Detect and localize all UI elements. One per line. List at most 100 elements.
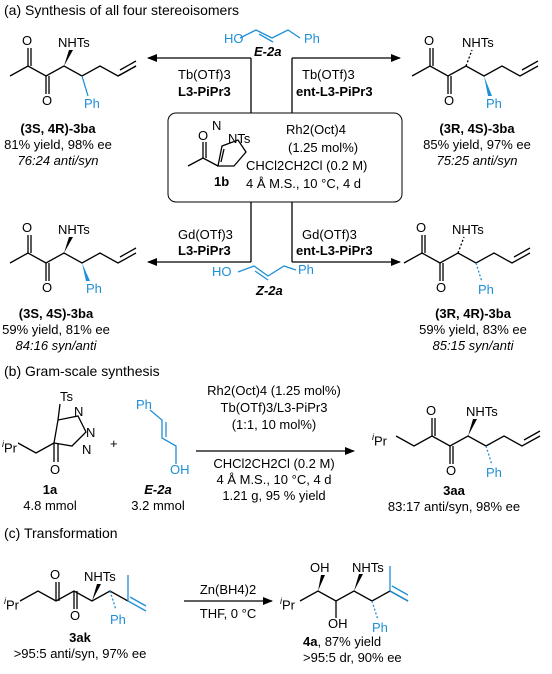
- structure-1b: [187, 139, 247, 167]
- p4-ph: Ph: [478, 282, 494, 297]
- p3-yield: 59% yield, 81% ee: [2, 322, 110, 337]
- p2-nhts: NHTs: [462, 35, 494, 50]
- gram-below-2: 4 Å M.S., 10 °C, 4 d: [216, 472, 332, 487]
- 1b-o: O: [198, 128, 209, 143]
- 4a-oh1: OH: [310, 560, 330, 575]
- 4a-selectivity: >95:5 dr, 90% ee: [303, 650, 402, 665]
- transform-conditions: THF, 0 °C: [199, 606, 257, 621]
- center-conditions-box: [167, 112, 403, 203]
- structure-4a: [299, 566, 409, 621]
- 1a-label: 1a: [42, 482, 58, 497]
- 3aa-label: 3aa: [443, 483, 465, 498]
- 4a-oh2: OH: [328, 616, 348, 631]
- 3aa-o2: O: [446, 463, 457, 478]
- 3ak-ipr: iPr: [4, 594, 19, 612]
- 4a-caption: 4a, 87% yield: [303, 634, 381, 649]
- 4a-yield: , 87% yield: [317, 634, 382, 649]
- 2a-label: E-2a: [144, 482, 172, 497]
- tl-reagent-1: Tb(OTf)3: [178, 67, 231, 82]
- p2-name: (3R, 4S)-3ba: [439, 121, 515, 136]
- structure-3ba-3S4S: [9, 235, 137, 281]
- p3-dr: 84:16 syn/anti: [15, 338, 97, 353]
- structure-3ak: [19, 575, 147, 612]
- 3ak-label: 3ak: [69, 630, 91, 645]
- p1-o1: O: [22, 33, 33, 48]
- p2-o1: O: [424, 33, 435, 48]
- z2a-ph-label: Ph: [298, 262, 314, 277]
- p2-o2: O: [444, 93, 455, 108]
- center-loading: (1.25 mol%): [288, 140, 359, 155]
- p2-ph: Ph: [486, 96, 502, 111]
- 3aa-selectivity: 83:17 anti/syn, 98% ee: [387, 499, 521, 514]
- tl-reagent-2: L3-PiPr3: [178, 84, 231, 99]
- 2a-oh: OH: [170, 462, 190, 477]
- p1-dr: 76:24 anti/syn: [17, 153, 99, 168]
- 4a-ph: Ph: [372, 620, 388, 635]
- p2-yield: 85% yield, 97% ee: [423, 137, 531, 152]
- p4-nhts: NHTs: [452, 222, 484, 237]
- section-a-title: (a) Synthesis of all four stereoisomers: [4, 2, 239, 18]
- center-conditions: 4 Å M.S., 10 °C, 4 d: [246, 176, 362, 191]
- 3ak-o1: O: [50, 567, 61, 582]
- p3-name: (3S, 4S)-3ba: [18, 306, 94, 321]
- transform-reagent: Zn(BH4)2: [199, 582, 257, 597]
- p4-dr: 85:15 syn/anti: [432, 338, 514, 353]
- 3ak-selectivity: >95:5 anti/syn, 97% ee: [13, 646, 147, 661]
- structure-e-2a-gram: [149, 409, 177, 464]
- 1a-amount: 4.8 mmol: [23, 498, 77, 513]
- 2a-ph: Ph: [136, 397, 152, 412]
- p3-o1: O: [22, 220, 33, 235]
- p1-nhts: NHTs: [58, 35, 90, 50]
- 1a-o: O: [50, 462, 61, 477]
- z2a-ho-label: HO: [212, 264, 232, 279]
- 3aa-o1: O: [426, 403, 437, 418]
- 3ak-ipr-sup: i: [4, 596, 6, 606]
- br-reagent-2: ent-L3-PiPr3: [296, 243, 373, 258]
- p4-o2: O: [436, 280, 447, 295]
- 4a-ipr-text: Pr: [282, 597, 295, 613]
- 2a-amount: 3.2 mmol: [131, 498, 185, 513]
- structure-e-2a: [239, 29, 301, 43]
- p4-yield: 59% yield, 83% ee: [419, 322, 527, 337]
- 1a-n1: N: [74, 404, 84, 419]
- gram-above-3: (1:1, 10 mol%): [231, 417, 317, 432]
- 1a-n3: N: [82, 442, 92, 457]
- 1a-ipr-text: Pr: [4, 440, 17, 456]
- structure-3ba-3S4R: [9, 48, 137, 97]
- br-reagent-1: Gd(OTf)3: [302, 227, 357, 242]
- 3aa-ipr: iPr: [372, 430, 387, 448]
- 3ak-o2: O: [70, 608, 81, 623]
- 3aa-ipr-sup: i: [372, 432, 374, 442]
- 1b-n-top: N: [212, 118, 222, 133]
- structure-3ba-3R4S: [411, 48, 539, 96]
- p1-o2: O: [42, 93, 53, 108]
- center-catalyst: Rh2(Oct)4: [286, 122, 346, 137]
- e2a-ho-label: HO: [224, 31, 244, 46]
- center-solvent: CHCl2CH2Cl (0.2 M): [246, 158, 368, 173]
- structure-1a: [17, 403, 87, 462]
- 1b-label: 1b: [214, 174, 230, 189]
- gram-above-2: Tb(OTf)3/L3-PiPr3: [220, 400, 328, 415]
- 3ak-ph: Ph: [110, 612, 126, 627]
- 4a-nhts: NHTs: [352, 560, 384, 575]
- bl-reagent-1: Gd(OTf)3: [178, 227, 233, 242]
- section-b-title: (b) Gram-scale synthesis: [4, 363, 160, 379]
- 1a-ipr: iPr: [2, 437, 17, 455]
- plus-sign: +: [110, 436, 118, 451]
- 1a-ts: Ts: [60, 389, 73, 404]
- gram-below-1: CHCl2CH2Cl (0.2 M): [213, 456, 335, 471]
- p3-ph: Ph: [86, 281, 102, 296]
- 3aa-ipr-text: Pr: [374, 433, 387, 449]
- tr-reagent-2: ent-L3-PiPr3: [296, 84, 373, 99]
- 1a-n2: N: [86, 425, 96, 440]
- structure-3aa: [395, 418, 541, 466]
- 3ak-ipr-text: Pr: [6, 597, 19, 613]
- p2-dr: 75:25 anti/syn: [436, 153, 518, 168]
- structure-z-2a: [237, 265, 297, 281]
- 4a-ipr-sup: i: [280, 596, 282, 606]
- p4-o1: O: [416, 220, 427, 235]
- gram-below-3: 1.21 g, 95 % yield: [222, 488, 326, 503]
- 3aa-nhts: NHTs: [466, 404, 498, 419]
- structure-3ba-3R4R: [403, 235, 531, 283]
